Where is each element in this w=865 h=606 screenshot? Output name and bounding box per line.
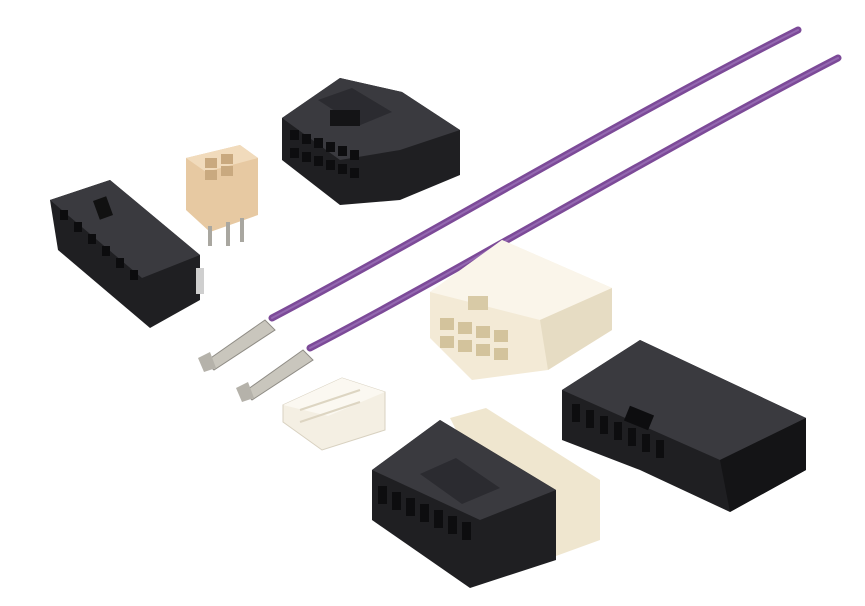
black-single-row-receptacle-with-tpa <box>372 408 600 588</box>
black-dual-row-receptacle <box>282 78 460 205</box>
tan-dual-row-pcb-header <box>186 145 258 246</box>
beige-dual-row-plug-housing <box>430 240 612 380</box>
purple-wire-with-crimp-terminal <box>236 54 842 402</box>
black-single-row-header <box>50 180 204 328</box>
purple-wire-with-crimp-terminal <box>198 26 802 372</box>
black-single-row-right-angle-housing <box>562 340 806 512</box>
clear-terminal-position-assurance-clip <box>282 377 386 451</box>
